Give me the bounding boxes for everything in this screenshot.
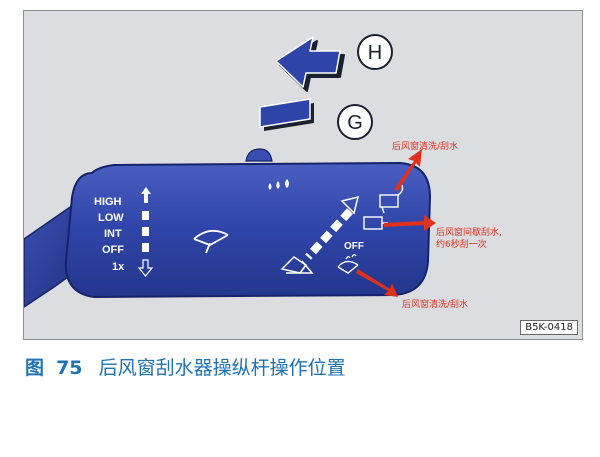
rear-wiper-washer-icon-top bbox=[379, 184, 404, 214]
caption-number: 75 bbox=[56, 357, 83, 379]
lever-label-1x: 1x bbox=[112, 261, 125, 273]
speed-bar-off bbox=[142, 243, 149, 252]
lever-tab bbox=[245, 148, 273, 162]
annotation-rear-interval-line2: 约6秒刮一次 bbox=[436, 240, 487, 250]
washer-drops-icon bbox=[268, 179, 289, 190]
red-arrow-washer-down bbox=[356, 269, 398, 297]
down-arrow-icon bbox=[137, 259, 154, 277]
caption-title: 后风窗刮水器操纵杆操作位置 bbox=[98, 357, 346, 379]
figure-code: B5K-0418 bbox=[520, 320, 578, 335]
lever-body bbox=[64, 161, 432, 299]
position-h-label: H bbox=[368, 42, 382, 64]
caption-prefix: 图 bbox=[25, 357, 45, 379]
lever-label-low: LOW bbox=[98, 212, 124, 224]
rotation-direction-arrow bbox=[280, 195, 360, 274]
front-wiper-icon bbox=[193, 229, 229, 254]
lever-label-off: OFF bbox=[102, 244, 124, 256]
position-h-arrow bbox=[275, 36, 345, 92]
rear-off-label: OFF bbox=[344, 241, 364, 252]
position-g-circle: G bbox=[337, 104, 373, 140]
figure-panel: H G HIGH LOW INT OFF 1x bbox=[23, 10, 583, 340]
red-arrow-washer-up bbox=[394, 149, 422, 191]
red-arrow-interval-right bbox=[384, 215, 436, 231]
position-g-label: G bbox=[347, 112, 363, 134]
annotation-rear-interval: 后风窗间歇刮水, 约6秒刮一次 bbox=[436, 227, 502, 251]
rear-wiper-washer-icon-bottom bbox=[337, 254, 359, 274]
wiper-lever-illustration: H G HIGH LOW INT OFF 1x bbox=[24, 34, 436, 308]
figure-caption: 图 75 后风窗刮水器操纵杆操作位置 bbox=[25, 353, 346, 380]
speed-bar-int bbox=[142, 227, 149, 236]
annotation-rear-washer-top: 后风窗清洗/刮水 bbox=[392, 142, 459, 152]
lever-label-high: HIGH bbox=[94, 196, 122, 208]
lever-label-int: INT bbox=[104, 228, 122, 240]
position-g-bar bbox=[259, 98, 314, 131]
annotation-rear-washer-bottom: 后风窗清洗/刮水 bbox=[402, 300, 469, 310]
annotation-rear-interval-line1: 后风窗间歇刮水, bbox=[436, 228, 502, 238]
speed-bar-low bbox=[142, 211, 149, 220]
up-arrow-icon bbox=[141, 187, 151, 203]
position-h-circle: H bbox=[357, 34, 393, 70]
